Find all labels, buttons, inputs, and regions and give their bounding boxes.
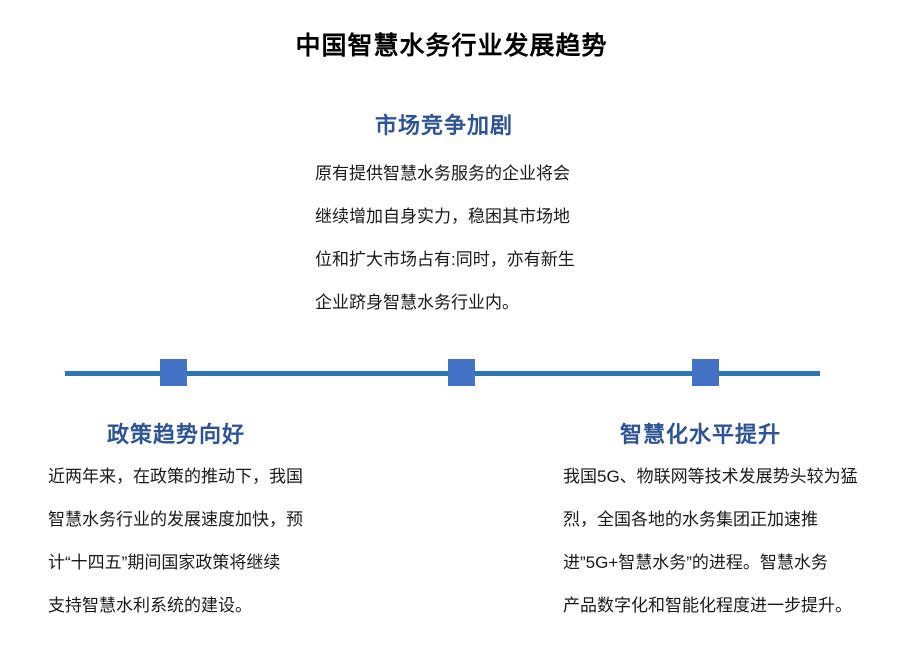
section-heading-market: 市场竞争加剧 xyxy=(375,113,514,138)
timeline-node-square-icon xyxy=(692,359,719,386)
timeline-node-square-icon xyxy=(160,359,187,386)
paragraph-line: 进”5G+智慧水务”的进程。智慧水务 xyxy=(563,553,828,572)
paragraph-line: 我国5G、物联网等技术发展势头较为猛 xyxy=(563,467,858,486)
paragraph-line: 支持智慧水利系统的建设。 xyxy=(48,596,252,615)
section-body-market: 原有提供智慧水务服务的企业将会 继续增加自身实力，稳困其市场地 位和扩大市场占有… xyxy=(315,152,635,324)
section-body-smart: 我国5G、物联网等技术发展势头较为猛 烈，全国各地的水务集团正加速推 进”5G+… xyxy=(563,455,898,627)
paragraph-line: 企业跻身智慧水务行业内。 xyxy=(315,293,519,312)
paragraph-line: 原有提供智慧水务服务的企业将会 xyxy=(315,164,570,183)
timeline-node-square-icon xyxy=(448,359,475,386)
timeline-line xyxy=(65,371,820,376)
page-title: 中国智慧水务行业发展趋势 xyxy=(295,32,608,60)
paragraph-line: 计“十四五”期间国家政策将继续 xyxy=(48,553,281,572)
paragraph-line: 位和扩大市场占有:同时，亦有新生 xyxy=(315,250,575,269)
paragraph-line: 产品数字化和智能化程度进一步提升。 xyxy=(563,596,852,615)
paragraph-line: 智慧水务行业的发展速度加快，预 xyxy=(48,510,303,529)
paragraph-line: 继续增加自身实力，稳困其市场地 xyxy=(315,207,570,226)
section-heading-policy: 政策趋势向好 xyxy=(107,422,246,447)
paragraph-line: 烈，全国各地的水务集团正加速推 xyxy=(563,510,818,529)
paragraph-line: 近两年来，在政策的推动下，我国 xyxy=(48,467,303,486)
section-heading-smart: 智慧化水平提升 xyxy=(620,422,782,447)
section-body-policy: 近两年来，在政策的推动下，我国 智慧水务行业的发展速度加快，预 计“十四五”期间… xyxy=(48,455,368,627)
